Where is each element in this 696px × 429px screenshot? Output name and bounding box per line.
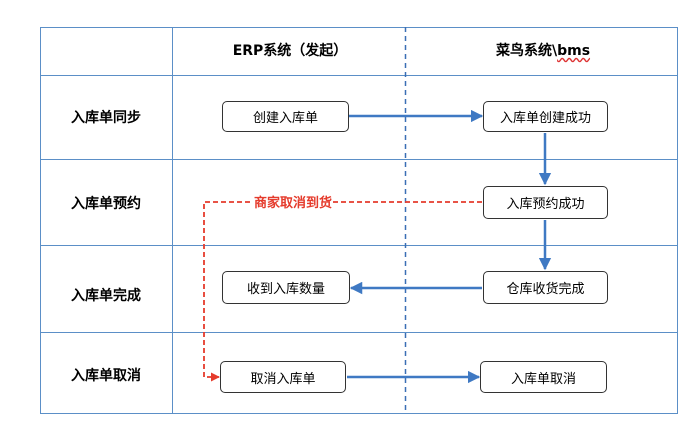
row-label-sync: 入库单同步 xyxy=(71,110,141,126)
header-cainiao-suffix: bms xyxy=(557,43,591,59)
node-inbound-created: 入库单创建成功 xyxy=(483,101,608,132)
arrow-merchant-cancel xyxy=(203,201,482,382)
header-cainiao-prefix: 菜鸟系统\ xyxy=(495,43,558,59)
node-receive-qty: 收到入库数量 xyxy=(222,271,350,304)
row-label-reservation: 入库单预约 xyxy=(71,196,141,212)
node-reservation-ok: 入库预约成功 xyxy=(483,186,608,219)
node-create-inbound: 创建入库单 xyxy=(222,101,349,132)
label-merchant-cancel: 商家取消到货 xyxy=(253,192,334,211)
node-warehouse-done: 仓库收货完成 xyxy=(483,271,608,304)
row-label-complete: 入库单完成 xyxy=(71,288,141,304)
header-erp: ERP系统（发起） xyxy=(232,43,348,59)
header-cainiao: 菜鸟系统\bms xyxy=(468,40,618,60)
table-grid xyxy=(40,27,678,414)
node-cancel-inbound: 取消入库单 xyxy=(220,361,346,393)
row-label-cancel: 入库单取消 xyxy=(71,368,141,384)
node-inbound-cancelled: 入库单取消 xyxy=(480,361,607,393)
